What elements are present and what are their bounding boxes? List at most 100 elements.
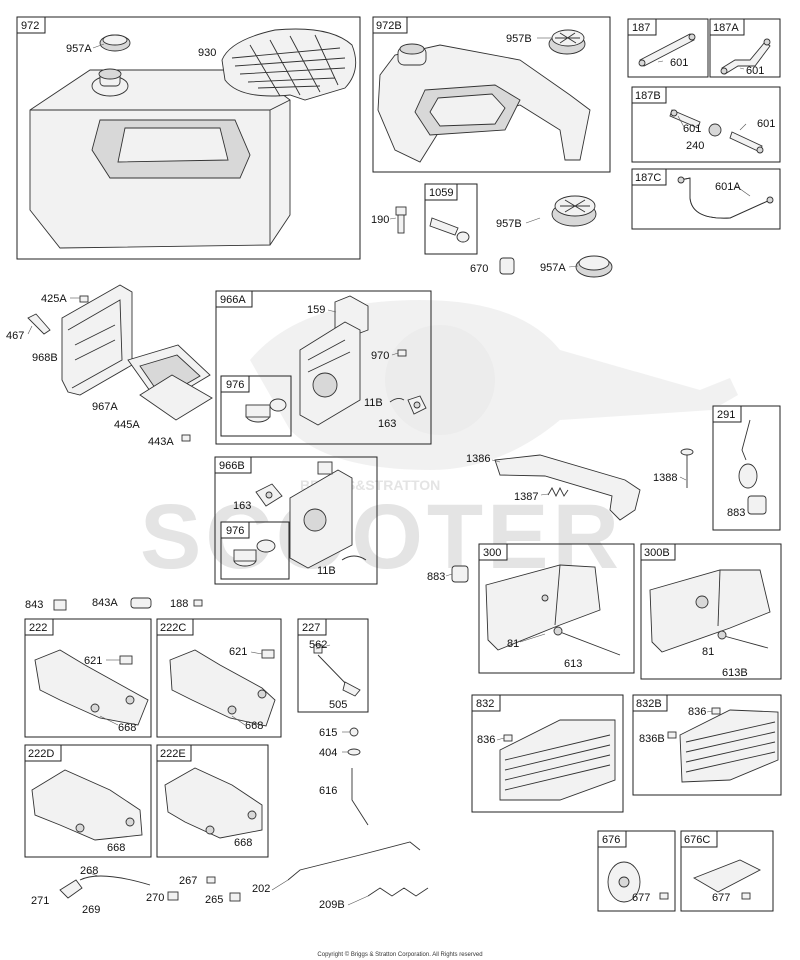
label-970: 970 — [371, 350, 389, 362]
cap-957A-a — [99, 34, 131, 52]
label-615: 615 — [319, 727, 337, 739]
label-668: 668 — [234, 837, 252, 849]
svg-text:972: 972 — [21, 20, 39, 32]
label-404: 404 — [319, 747, 337, 759]
adapter-976-a — [245, 398, 287, 423]
cover-676C — [692, 859, 761, 893]
air-cleaner-base-966A — [299, 321, 361, 426]
screw-443A — [181, 434, 191, 442]
box-187A: 187A — [709, 18, 781, 78]
label-621: 621 — [84, 655, 102, 667]
label-190: 190 — [371, 214, 389, 226]
svg-text:187C: 187C — [635, 172, 661, 184]
box-966B: 966B — [214, 456, 378, 585]
link-616 — [351, 768, 369, 826]
clip-621-b — [261, 649, 275, 659]
clip-843A — [130, 597, 152, 609]
label-81: 81 — [507, 638, 519, 650]
svg-text:187A: 187A — [713, 22, 739, 34]
fuel-line-187B — [669, 109, 764, 154]
label-601: 601 — [757, 118, 775, 130]
fuel-tank-972B — [377, 43, 591, 163]
box-976-b: 976 — [220, 521, 290, 580]
label-668: 668 — [118, 722, 136, 734]
box-972B: 972B — [372, 16, 611, 173]
screw-970 — [397, 349, 407, 357]
svg-text:1059: 1059 — [429, 187, 453, 199]
svg-text:222C: 222C — [160, 622, 186, 634]
label-1388: 1388 — [653, 472, 677, 484]
box-832: 832 — [471, 694, 624, 813]
label-601: 601 — [670, 57, 688, 69]
label-268: 268 — [80, 865, 98, 877]
svg-text:832B: 832B — [636, 698, 662, 710]
label-957A: 957A — [540, 262, 566, 274]
handle-271 — [59, 879, 83, 899]
label-163: 163 — [233, 500, 251, 512]
heat-shield-832 — [499, 719, 616, 801]
label-613B: 613B — [722, 667, 748, 679]
label-562: 562 — [309, 639, 327, 651]
label-957A: 957A — [66, 43, 92, 55]
svg-text:676: 676 — [602, 834, 620, 846]
label-677: 677 — [632, 892, 650, 904]
label-267: 267 — [179, 875, 197, 887]
knob-467 — [27, 313, 51, 335]
screw-267 — [206, 876, 216, 884]
part-labels: 957A 930 957B 601 601 601 601 240 601A 1… — [6, 33, 775, 916]
svg-text:972B: 972B — [376, 20, 402, 32]
svg-text:832: 832 — [476, 698, 494, 710]
screw-677-a — [659, 892, 669, 900]
blower-housing-930 — [221, 28, 357, 101]
air-cleaner-base-966B — [289, 461, 353, 569]
label-883: 883 — [427, 571, 445, 583]
hose-11B-b — [341, 555, 367, 561]
svg-text:300: 300 — [483, 547, 501, 559]
gasket-883-b — [451, 565, 469, 583]
fuel-tank-972 — [29, 68, 291, 249]
box-222C: 222C — [156, 618, 282, 738]
svg-text:300B: 300B — [644, 547, 670, 559]
svg-text:222: 222 — [29, 622, 47, 634]
box-676: 676 — [597, 830, 676, 912]
box-187C: 187C — [631, 168, 781, 230]
screw-188 — [193, 599, 203, 607]
label-11B: 11B — [317, 565, 336, 577]
leader-lines — [27, 37, 751, 906]
fuel-line-187 — [638, 33, 696, 67]
box-676C: 676C — [680, 830, 774, 912]
bracket-222D — [31, 769, 143, 841]
label-843A: 843A — [92, 597, 118, 609]
svg-text:966B: 966B — [219, 460, 245, 472]
bolt-613B — [717, 630, 769, 649]
clip-265 — [229, 892, 241, 902]
gasket-445A — [139, 374, 213, 421]
label-668: 668 — [245, 720, 263, 732]
sensor-291 — [738, 419, 758, 489]
bracket-222E — [164, 767, 263, 839]
hose-11B-a — [389, 397, 405, 403]
box-832B: 832B — [632, 694, 782, 796]
label-601: 601 — [746, 65, 764, 77]
bolt-190 — [395, 206, 407, 234]
box-187B: 187B — [631, 86, 781, 163]
label-957B: 957B — [506, 33, 532, 45]
label-670: 670 — [470, 263, 488, 275]
label-265: 265 — [205, 894, 223, 906]
label-668: 668 — [107, 842, 125, 854]
label-240: 240 — [686, 140, 704, 152]
label-1387: 1387 — [514, 491, 538, 503]
cap-957A-b — [575, 255, 613, 278]
clip-270 — [167, 891, 179, 901]
rod-202 — [287, 841, 421, 881]
spring-1387 — [547, 486, 569, 498]
svg-text:976: 976 — [226, 525, 244, 537]
label-271: 271 — [31, 895, 49, 907]
cap-957B-a — [548, 29, 586, 55]
label-836: 836 — [477, 734, 495, 746]
label-188: 188 — [170, 598, 188, 610]
bracket-222 — [34, 649, 149, 726]
cover-676 — [607, 861, 641, 903]
label-616: 616 — [319, 785, 337, 797]
lever-227 — [313, 644, 361, 697]
